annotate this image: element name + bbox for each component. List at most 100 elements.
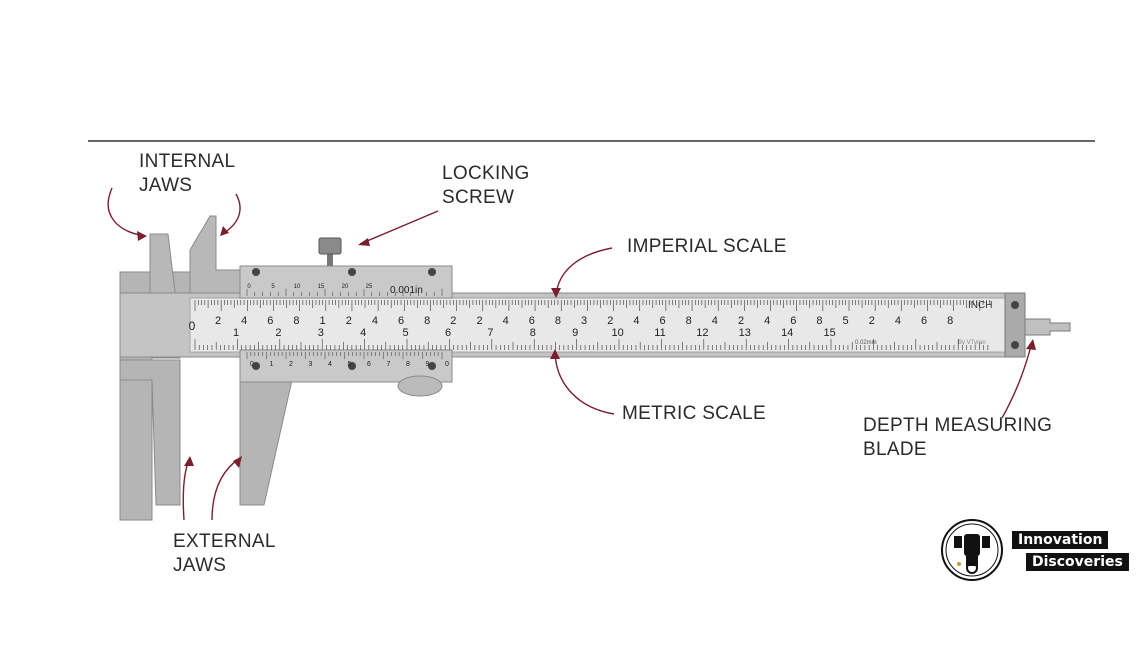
arrow-heads bbox=[137, 226, 1036, 468]
vernier-top-number: 10 bbox=[294, 284, 301, 290]
vernier-top-number: 5 bbox=[271, 284, 275, 290]
arrow-external-jaws-left bbox=[182, 457, 191, 521]
label-external-jaws-line1: EXTERNAL bbox=[173, 531, 276, 552]
vernier-bottom-number: 5 bbox=[348, 361, 352, 368]
imperial-number: 4 bbox=[895, 315, 901, 327]
logo-text-innovation: Innovation bbox=[1012, 531, 1109, 549]
credit-label: By VTyran bbox=[958, 340, 986, 346]
metric-number: 9 bbox=[572, 327, 578, 339]
metric-number: 8 bbox=[530, 327, 536, 339]
label-depth-line1: DEPTH MEASURING bbox=[863, 415, 1053, 436]
imperial-number: 2 bbox=[738, 315, 744, 327]
slider-screw bbox=[348, 268, 356, 276]
metric-number: 14 bbox=[781, 327, 793, 339]
vernier-bottom-number: 3 bbox=[309, 361, 313, 368]
imperial-number: 5 bbox=[843, 315, 849, 327]
imperial-number: 6 bbox=[790, 315, 796, 327]
imperial-number: 8 bbox=[555, 315, 561, 327]
imperial-number: 2 bbox=[215, 315, 221, 327]
imperial-number: 6 bbox=[398, 315, 404, 327]
end-screw-bottom bbox=[1011, 341, 1019, 349]
metric-number: 11 bbox=[654, 327, 665, 339]
imperial-number: 2 bbox=[346, 315, 352, 327]
imperial-number: 1 bbox=[320, 315, 326, 327]
vernier-bottom-number: 6 bbox=[367, 361, 371, 368]
imperial-number: 2 bbox=[476, 315, 482, 327]
imperial-number: 8 bbox=[947, 315, 953, 327]
vernier-top-number: 25 bbox=[366, 284, 373, 290]
imperial-number: 4 bbox=[503, 315, 509, 327]
label-internal-jaws-line2: JAWS bbox=[139, 175, 193, 196]
imperial-number: 3 bbox=[581, 315, 587, 327]
label-external-jaws: EXTERNAL JAWS bbox=[173, 530, 276, 578]
internal-jaw-fixed bbox=[149, 233, 177, 301]
label-internal-jaws-line1: INTERNAL bbox=[139, 151, 236, 172]
metric-number: 13 bbox=[739, 327, 751, 339]
arrow-depth-blade bbox=[1001, 341, 1033, 419]
label-external-jaws-line2: JAWS bbox=[173, 555, 227, 576]
vernier-bottom-number: 1 bbox=[270, 361, 274, 368]
arrow-external-jaws-right bbox=[211, 457, 241, 521]
internal-jaw-sliding bbox=[189, 215, 241, 294]
label-depth-line2: BLADE bbox=[863, 439, 927, 460]
imperial-number: 4 bbox=[241, 315, 247, 327]
imperial-number: 8 bbox=[424, 315, 430, 327]
arrow-internal-jaws-left bbox=[107, 187, 146, 237]
vernier-bottom-number: 2 bbox=[289, 361, 293, 368]
metric-number: 4 bbox=[360, 327, 366, 339]
imperial-number: 8 bbox=[293, 315, 299, 327]
slider-screw bbox=[348, 362, 356, 370]
arrow-locking-screw bbox=[359, 210, 439, 245]
vernier-top-number: 0 bbox=[247, 284, 251, 290]
imperial-number: 6 bbox=[529, 315, 535, 327]
imperial-number: 6 bbox=[921, 315, 927, 327]
vernier-top-number: 15 bbox=[318, 284, 325, 290]
metric-number: 6 bbox=[445, 327, 451, 339]
arrow-imperial-scale bbox=[555, 247, 613, 297]
imperial-ticks bbox=[194, 300, 990, 311]
label-imperial-scale: IMPERIAL SCALE bbox=[627, 236, 787, 257]
innovation-discoveries-logo-icon bbox=[941, 519, 1003, 581]
label-internal-jaws: INTERNAL JAWS bbox=[139, 150, 235, 198]
thumb-wheel bbox=[397, 375, 443, 397]
slider-screw bbox=[428, 362, 436, 370]
imperial-number: 8 bbox=[816, 315, 822, 327]
inch-label: INCH bbox=[968, 300, 992, 311]
imperial-number: 4 bbox=[712, 315, 718, 327]
vernier-bottom-number: 0 bbox=[250, 361, 254, 368]
imperial-number: 2 bbox=[450, 315, 456, 327]
vernier-bottom-number: 4 bbox=[328, 361, 332, 368]
label-metric-scale: METRIC SCALE bbox=[622, 403, 767, 424]
metric-number: 1 bbox=[233, 327, 239, 339]
imperial-number: 2 bbox=[869, 315, 875, 327]
label-locking-screw: LOCKING SCREW bbox=[442, 162, 530, 210]
metric-number: 10 bbox=[611, 327, 623, 339]
imperial-number: 6 bbox=[659, 315, 665, 327]
locking-screw-head bbox=[318, 237, 342, 255]
imperial-number: 4 bbox=[372, 315, 378, 327]
imperial-number: 4 bbox=[633, 315, 639, 327]
imperial-vernier-label: 0.001in bbox=[390, 285, 423, 296]
metric-number: 3 bbox=[318, 327, 324, 339]
imperial-number: 4 bbox=[764, 315, 770, 327]
scale-zero: 0 bbox=[189, 319, 196, 333]
annotation-arrows bbox=[107, 187, 1033, 521]
metric-number: 12 bbox=[696, 327, 708, 339]
imperial-number: 8 bbox=[686, 315, 692, 327]
slider-screw bbox=[252, 362, 260, 370]
slider-screw bbox=[252, 268, 260, 276]
vernier-bottom-ticks bbox=[246, 352, 443, 359]
metric-vernier-label: 0.02mm bbox=[855, 340, 877, 346]
vernier-bottom-number: 9 bbox=[426, 361, 430, 368]
external-jaw-fixed bbox=[119, 359, 181, 506]
metric-number: 15 bbox=[823, 327, 835, 339]
locking-screw-stem bbox=[327, 252, 333, 266]
vernier-bottom-number: 8 bbox=[406, 361, 410, 368]
end-screw-top bbox=[1011, 301, 1019, 309]
arrow-metric-scale bbox=[554, 351, 615, 415]
vernier-top-plate bbox=[239, 265, 453, 299]
imperial-number: 2 bbox=[607, 315, 613, 327]
